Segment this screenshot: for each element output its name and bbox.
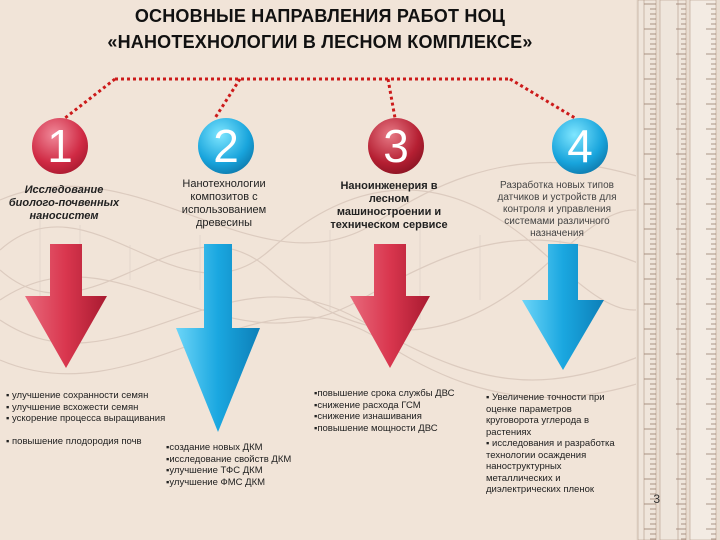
list-item: ▪снижение изнашивания: [314, 411, 422, 422]
list-item: ▪снижение расхода ГСМ: [314, 399, 421, 411]
list-item: ▪улучшение ТФС ДКМ: [166, 465, 263, 476]
direction-2-label: Нанотехнологии композитов с использовани…: [181, 178, 267, 229]
list-item: ▪ улучшение сохранности семян: [6, 390, 149, 401]
direction-4-label: Разработка новых типов датчиков и устрой…: [497, 180, 617, 239]
list-item: ▪повышение срока службы ДВС: [314, 388, 455, 399]
list-item: [6, 425, 104, 437]
direction-3-list: ▪повышение срока службы ДВС ▪снижение ра…: [314, 388, 455, 434]
page-number: 3: [653, 492, 660, 506]
page-title-line2: «НАНОТЕХНОЛОГИИ В ЛЕСНОМ КОМПЛЕКСЕ»: [107, 32, 533, 52]
page-title-line1: ОСНОВНЫЕ НАПРАВЛЕНИЯ РАБОТ НОЦ: [134, 6, 506, 26]
arrow-3-red: [350, 244, 430, 368]
direction-1-label: Исследование биолого-почвенных наносисте…: [8, 184, 120, 222]
list-item: ▪ ускорение процесса выращивания: [6, 413, 166, 424]
direction-1-list: ▪ улучшение сохранности семян ▪ улучшени…: [6, 390, 165, 448]
list-item: ▪исследование свойств ДКМ: [166, 453, 292, 465]
direction-1-number: 1: [32, 118, 88, 174]
direction-4-list: ▪ Увеличение точности при оценке парамет…: [486, 392, 624, 496]
arrow-2-blue: [176, 244, 260, 432]
direction-3-label: Наноинженерия в лесном машиностроении и …: [330, 180, 448, 231]
list-item: ▪создание новых ДКМ: [166, 442, 263, 453]
list-item: ▪ Увеличение точности при оценке парамет…: [486, 392, 605, 438]
ruler-decoration: [636, 0, 720, 540]
list-item: ▪ улучшение всхожести семян: [6, 401, 139, 413]
direction-2-number: 2: [198, 118, 254, 174]
list-item: ▪ исследования и разработка технологии о…: [486, 438, 615, 495]
direction-2-list: ▪создание новых ДКМ ▪исследование свойст…: [166, 442, 291, 488]
arrow-4-blue: [522, 244, 604, 370]
list-item: ▪улучшение ФМС ДКМ: [166, 476, 266, 488]
direction-4-number: 4: [552, 118, 608, 174]
connector-lines: [64, 77, 576, 120]
direction-3-number: 3: [368, 118, 424, 174]
list-item: ▪повышение мощности ДВС: [314, 422, 438, 434]
list-item: ▪ повышение плодородия почв: [6, 436, 142, 447]
arrow-1-red: [25, 244, 107, 368]
